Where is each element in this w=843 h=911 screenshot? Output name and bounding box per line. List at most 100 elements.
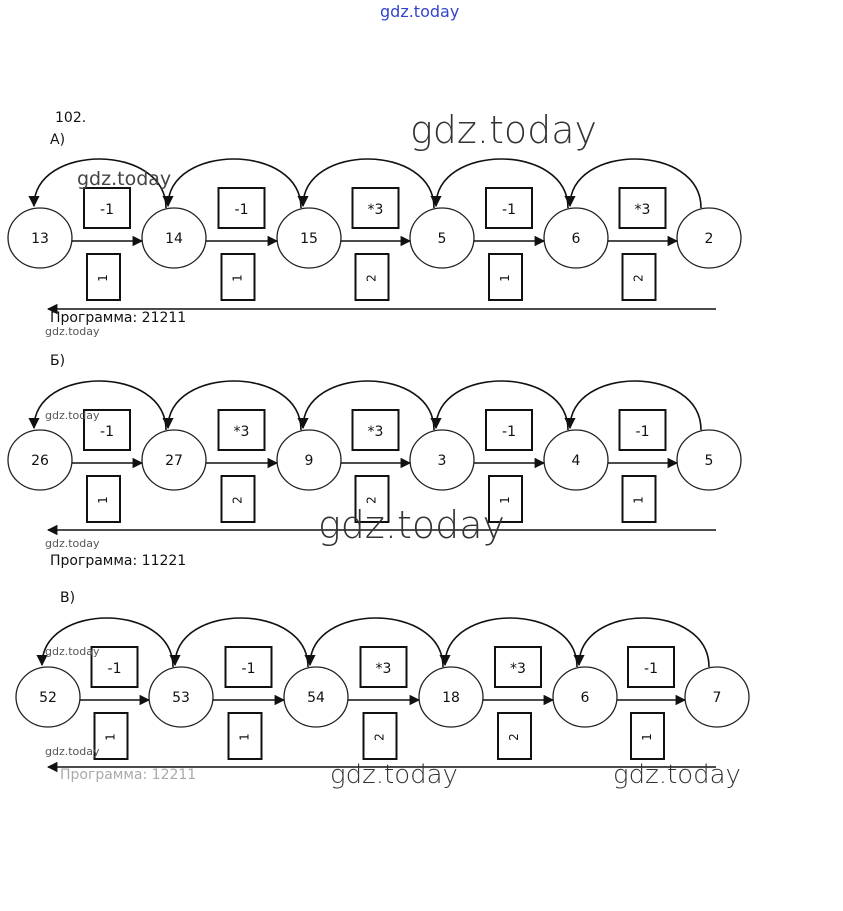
watermark-b-small: gdz.today <box>45 537 100 550</box>
command-number: 1 <box>104 733 118 741</box>
operation-label: *3 <box>368 202 384 218</box>
backward-arc-arrow <box>28 380 167 431</box>
backward-arc-arrow <box>564 380 702 431</box>
operation-box <box>494 646 542 688</box>
command-box <box>86 253 121 301</box>
command-number: 1 <box>498 496 512 504</box>
operation-box <box>83 409 131 451</box>
operation-box <box>83 187 131 229</box>
watermark-top: gdz.today <box>380 2 460 21</box>
section-c-label: В) <box>60 590 76 606</box>
command-number: 2 <box>365 496 379 504</box>
backward-arc-arrow <box>28 158 167 209</box>
task-number: 102. <box>55 110 87 126</box>
node-value: 27 <box>165 453 183 469</box>
operation-label: -1 <box>100 424 114 440</box>
command-number: 1 <box>640 733 654 741</box>
node-value: 4 <box>572 453 581 469</box>
backward-arc-arrow <box>439 617 578 668</box>
operation-label: -1 <box>502 202 516 218</box>
backward-arc-arrow <box>564 158 702 209</box>
command-number: 2 <box>507 733 521 741</box>
command-number: 1 <box>238 733 252 741</box>
node-value: 14 <box>165 231 183 247</box>
operation-box <box>627 646 675 688</box>
command-box <box>621 475 657 523</box>
node-value: 5 <box>705 453 714 469</box>
watermark-b-small-top: gdz.today <box>45 409 100 422</box>
backward-arc-arrow <box>297 158 435 209</box>
operation-box <box>618 409 667 451</box>
node-value: 52 <box>39 690 57 706</box>
section-a-program: Программа: 21211 <box>50 310 187 326</box>
operation-label: -1 <box>636 424 650 440</box>
node-value: 6 <box>581 690 590 706</box>
backward-arc-arrow <box>573 617 710 668</box>
command-box <box>220 475 256 523</box>
section-b-program: Программа: 11221 <box>50 553 187 569</box>
watermark-c-small: gdz.today <box>45 745 100 758</box>
operation-label: -1 <box>100 202 114 218</box>
operation-label: -1 <box>235 202 249 218</box>
command-number: 2 <box>632 274 646 282</box>
node-value: 15 <box>300 231 318 247</box>
command-box <box>488 475 523 523</box>
operation-box <box>217 187 266 229</box>
command-box <box>630 712 665 760</box>
section-a-label: А) <box>50 132 66 148</box>
node-value: 13 <box>31 231 49 247</box>
node-value: 2 <box>705 231 714 247</box>
command-box <box>86 475 121 523</box>
node-circle <box>7 429 73 491</box>
node-value: 9 <box>305 453 314 469</box>
command-box <box>362 712 398 760</box>
node-value: 26 <box>31 453 49 469</box>
command-number: 2 <box>231 496 245 504</box>
watermark-a-left: gdz.today <box>77 168 172 190</box>
operation-box <box>351 187 400 229</box>
node-value: 53 <box>172 690 190 706</box>
command-number: 1 <box>632 496 646 504</box>
watermark-large-a: gdz.today <box>410 108 597 152</box>
node-value: 3 <box>438 453 447 469</box>
operation-box <box>618 187 667 229</box>
node-value: 5 <box>438 231 447 247</box>
watermark-c-right: gdz.today <box>613 760 741 790</box>
command-number: 2 <box>373 733 387 741</box>
command-number: 1 <box>96 496 110 504</box>
operation-label: *3 <box>234 424 250 440</box>
backward-arc-arrow <box>297 380 435 431</box>
operation-label: -1 <box>502 424 516 440</box>
operation-label: -1 <box>644 661 658 677</box>
backward-arc-arrow <box>36 617 174 668</box>
command-box <box>621 253 657 301</box>
operation-label: *3 <box>376 661 392 677</box>
watermark-large-b: gdz.today <box>318 503 505 547</box>
operation-box <box>359 646 408 688</box>
backward-arc-arrow <box>430 158 569 209</box>
command-box <box>488 253 523 301</box>
operation-label: -1 <box>242 661 256 677</box>
operation-box <box>485 187 533 229</box>
command-box <box>220 253 256 301</box>
command-number: 1 <box>96 274 110 282</box>
operation-box <box>90 646 139 688</box>
node-value: 6 <box>572 231 581 247</box>
node-circle <box>7 207 73 269</box>
command-box <box>227 712 263 760</box>
command-box <box>497 712 532 760</box>
command-number: 1 <box>498 274 512 282</box>
backward-arc-arrow <box>304 617 444 668</box>
watermark-a-small: gdz.today <box>45 325 100 338</box>
backward-arc-arrow <box>430 380 569 431</box>
command-number: 2 <box>365 274 379 282</box>
watermark-c-small-top: gdz.today <box>45 645 100 658</box>
section-b-label: Б) <box>50 353 66 369</box>
command-box <box>93 712 129 760</box>
backward-arc-arrow <box>162 380 302 431</box>
node-circle <box>15 666 81 728</box>
node-value: 7 <box>713 690 722 706</box>
